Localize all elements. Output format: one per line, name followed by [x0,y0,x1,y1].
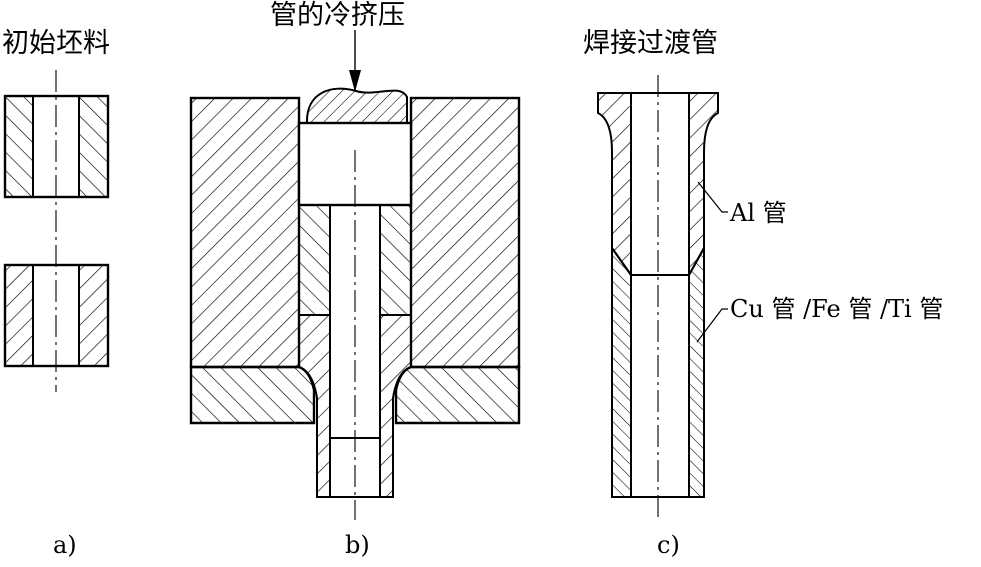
cu-leader-line [696,308,728,343]
die-bottom-plate [189,365,521,425]
cu-fe-ti-tube [611,244,705,498]
label-weld-tube: 焊接过渡管 [583,28,718,59]
die-upper [189,96,521,369]
callout-al: Al 管 [730,199,787,227]
al-leader-line [697,181,728,213]
callout-cu-fe-ti: Cu 管 /Fe 管 /Ti 管 [730,295,944,323]
caption-a: a) [53,531,77,559]
label-initial-blank: 初始坯料 [2,28,110,59]
initial-blank-top [3,94,110,199]
force-arrow [349,30,361,92]
billet [298,204,412,498]
caption-c: c) [657,531,680,559]
initial-blank-bottom [3,263,110,368]
caption-b: b) [345,531,370,559]
label-extrusion: 管的冷挤压 [270,0,405,31]
